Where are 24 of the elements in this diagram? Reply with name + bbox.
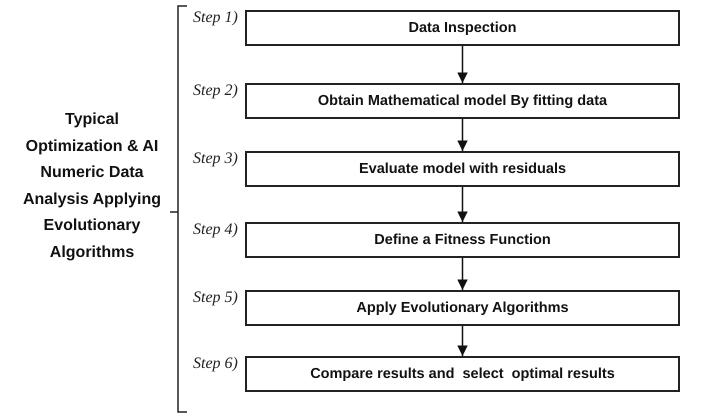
arrow — [457, 119, 468, 151]
step-title: Evaluate model with residuals — [358, 161, 566, 177]
arrow — [457, 187, 468, 222]
arrow — [457, 326, 468, 356]
step-title: Apply Evolutionary Algorithms — [356, 300, 569, 316]
process-box — [245, 356, 680, 392]
step-title: Data Inspection — [408, 20, 516, 36]
process-box — [245, 151, 680, 187]
step-title: Compare results and select optimal results — [310, 366, 615, 382]
arrow — [457, 46, 468, 83]
step-number: Step 6) — [193, 355, 238, 373]
process-box — [245, 290, 680, 326]
arrow — [457, 258, 468, 290]
process-box — [245, 83, 680, 119]
step-title: Obtain Mathematical model By fitting data — [318, 93, 608, 109]
step-number: Step 5) — [193, 289, 238, 307]
process-box — [245, 222, 680, 258]
step-number: Step 2) — [193, 82, 238, 100]
side-heading: Typical Optimization & AI Numeric Data Analysis Applying Evolutionary Algorithms — [22, 110, 162, 262]
process-box — [245, 10, 680, 46]
step-number: Step 1) — [193, 9, 238, 27]
step-number: Step 4) — [193, 221, 238, 239]
step-title: Define a Fitness Function — [374, 232, 551, 248]
step-number: Step 3) — [193, 150, 238, 168]
